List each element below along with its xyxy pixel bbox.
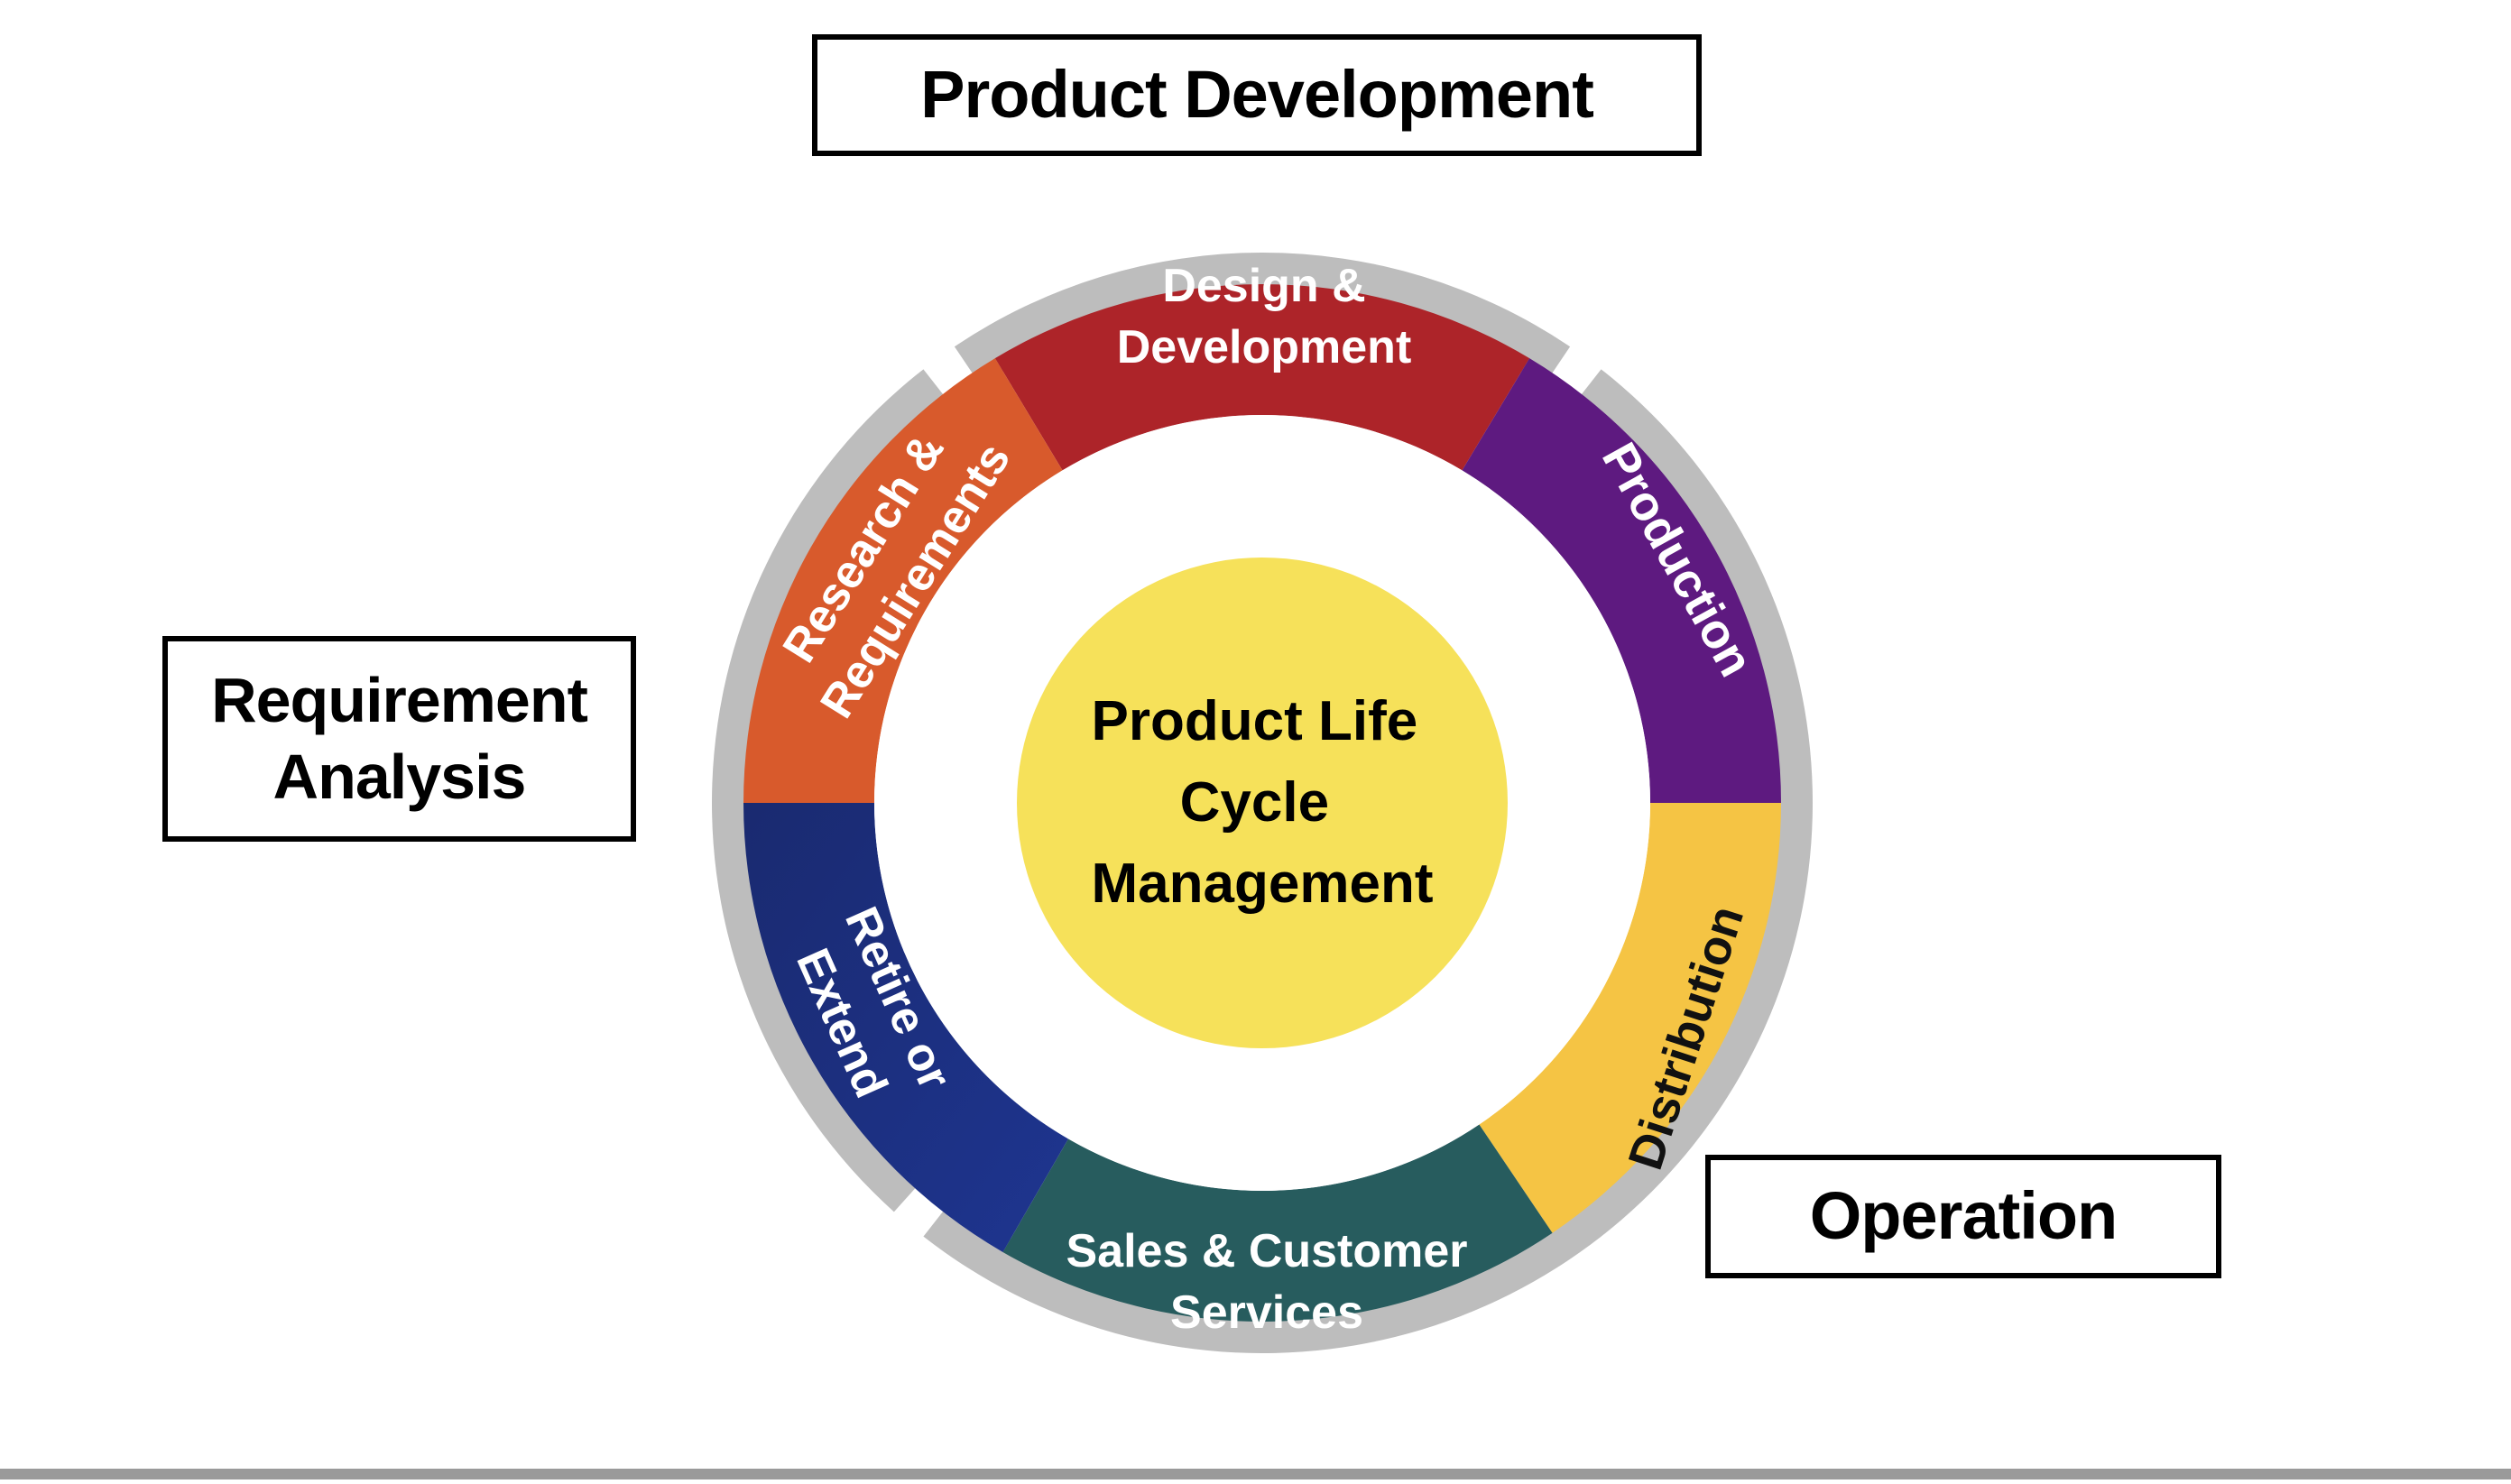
phase-box-operation: Operation [1705,1155,2221,1278]
phase-box-product-development: Product Development [812,34,1702,156]
segment-research [743,358,1063,803]
bottom-divider [0,1469,2511,1479]
center-label-line-3: Management [1092,853,1434,915]
outer-ring-arc-top [954,253,1571,386]
stage-label-design-line-2: Development [1117,321,1412,373]
outer-ring-arc-left [712,369,953,1212]
stage-label-sales-line-1: Sales & Customer [1066,1225,1467,1277]
phase-label-requirement-analysis: Requirement Analysis [211,664,588,812]
segment-sales [1002,1124,1553,1322]
segment-distribution [1479,803,1781,1233]
segment-retire [743,803,1068,1252]
phase-label-product-development: Product Development [920,57,1594,133]
stage-ring [743,284,1781,1322]
phase-label-operation: Operation [1809,1178,2118,1254]
center-label-line-2: Cycle [1180,771,1329,834]
segment-production [1462,358,1781,803]
center-label-line-1: Product Life [1092,690,1418,752]
stage-label-design: Design & Development [1117,260,1412,373]
segment-design [994,284,1530,471]
center-label: Product Life Cycle Management [1092,690,1434,915]
stage-label-design-line-1: Design & [1162,260,1365,312]
center-circle [1017,558,1508,1048]
phase-box-requirement-analysis: Requirement Analysis [162,636,636,842]
stage-label-sales-line-2: Services [1170,1286,1363,1339]
